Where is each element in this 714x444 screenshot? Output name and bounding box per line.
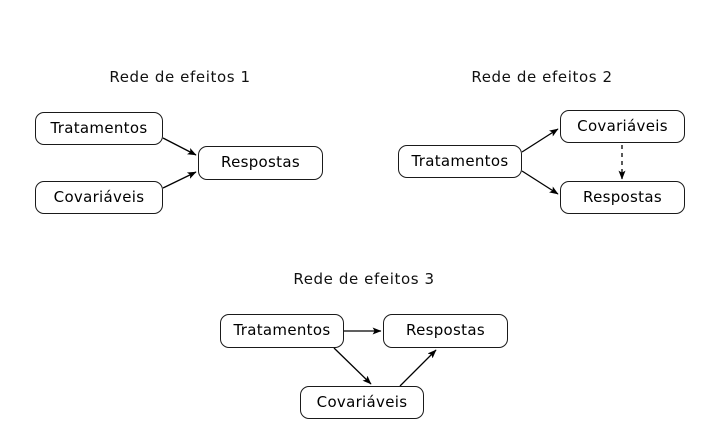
panel-title-rede-3: Rede de efeitos 3 <box>293 270 435 288</box>
node-covariaveis-3: Covariáveis <box>300 386 424 419</box>
edge-covariaveis-to-respostas-3 <box>399 349 437 387</box>
node-label: Tratamentos <box>50 118 148 137</box>
node-label: Respostas <box>221 153 300 171</box>
node-tratamentos-2: Tratamentos <box>398 145 522 178</box>
node-respostas-2: Respostas <box>560 181 685 214</box>
node-respostas-3: Respostas <box>383 314 508 348</box>
edge-tratamentos-to-respostas-2 <box>521 170 559 195</box>
node-tratamentos-3: Tratamentos <box>220 314 344 348</box>
node-respostas-1: Respostas <box>198 146 323 180</box>
edge-covariaveis-to-respostas-1 <box>162 171 197 189</box>
panel-title-rede-2: Rede de efeitos 2 <box>471 68 613 86</box>
node-label: Covariáveis <box>316 392 408 411</box>
node-label: Tratamentos <box>411 151 509 170</box>
node-tratamentos-1: Tratamentos <box>35 112 163 145</box>
node-covariaveis-1: Covariáveis <box>35 181 163 214</box>
node-label: Covariáveis <box>53 187 145 206</box>
node-covariaveis-2: Covariáveis <box>560 110 685 143</box>
node-label: Respostas <box>406 321 485 339</box>
panel-title-rede-1: Rede de efeitos 1 <box>109 68 251 86</box>
edge-tratamentos-to-covariaveis-2 <box>521 128 559 153</box>
node-label: Tratamentos <box>233 321 331 339</box>
edge-tratamentos-to-covariaveis-3 <box>333 347 372 385</box>
node-label: Covariáveis <box>577 116 668 135</box>
node-label: Respostas <box>583 187 662 206</box>
edge-tratamentos-to-respostas-1 <box>162 137 197 156</box>
